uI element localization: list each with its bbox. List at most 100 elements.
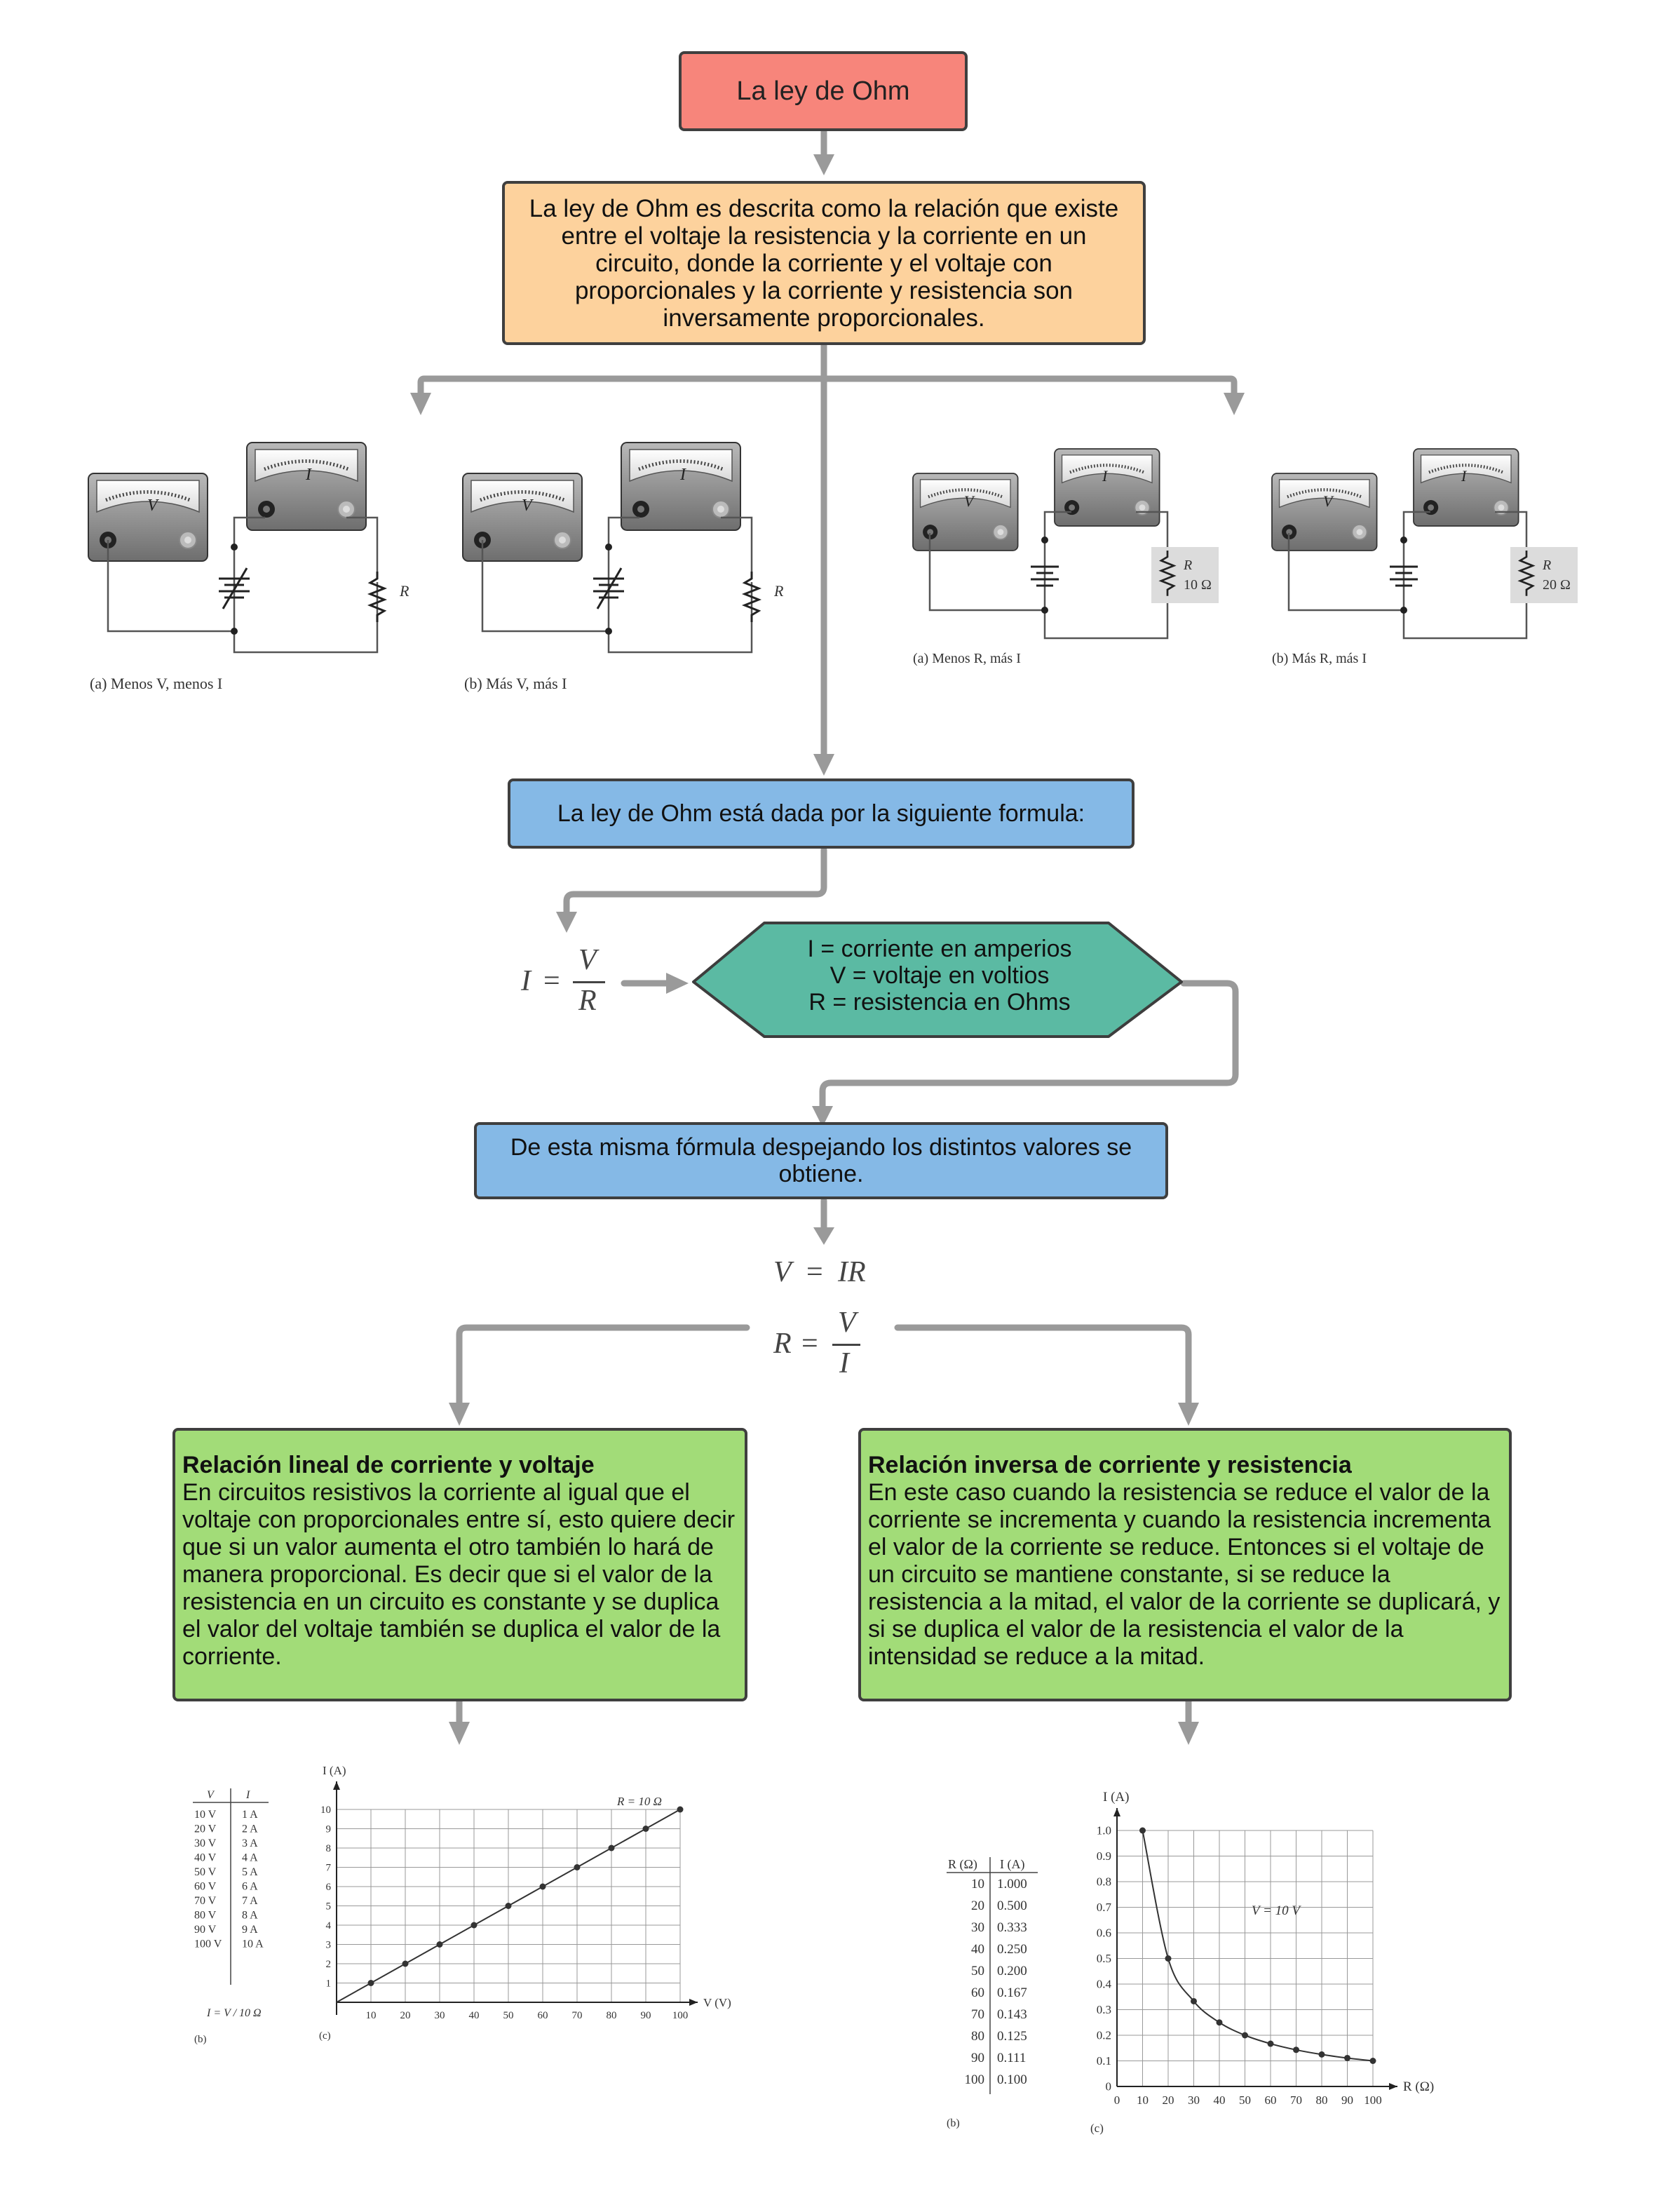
data-point: [1242, 2032, 1248, 2039]
x-tick-label: 40: [469, 2010, 480, 2021]
resistor-label: R: [773, 582, 784, 600]
x-tick-label: 20: [1163, 2093, 1174, 2107]
definitions-hexagon: [692, 922, 1183, 1038]
table-cell-i: 0.167: [997, 1985, 1027, 2000]
data-point: [470, 1922, 478, 1929]
page-title: La ley de Ohm: [736, 76, 910, 106]
y-axis-label: I (A): [1103, 1790, 1129, 1805]
meter-label: V: [522, 497, 534, 515]
table-cell-r: 60: [971, 1985, 984, 2000]
data-point: [402, 1960, 409, 1967]
x-tick-label: 0: [1114, 2093, 1120, 2107]
table-cell-i: 0.500: [997, 1899, 1027, 1913]
x-tick-label: 10: [366, 2010, 377, 2021]
x-tick-label: 80: [607, 2010, 617, 2021]
chart-annotation: V = 10 V: [1252, 1903, 1301, 1918]
table-cell-v: 90 V: [194, 1924, 217, 1936]
caption-a-right: (a) Menos R, más I: [913, 651, 1021, 666]
table-cell-i: 0.250: [997, 1942, 1027, 1957]
y-tick-label: 8: [326, 1843, 332, 1854]
meter-label: I: [1461, 467, 1468, 485]
formula-intro-text: La ley de Ohm está dada por la siguiente…: [557, 800, 1085, 827]
caption-b-right: (b) Más R, más I: [1272, 651, 1367, 666]
data-point: [1344, 2054, 1350, 2061]
derive-box: De esta misma fórmula despejando los dis…: [474, 1122, 1168, 1199]
resistor-label: R: [1183, 558, 1192, 573]
y-tick-label: 1.0: [1097, 1824, 1111, 1837]
table-cell-r: 80: [971, 2029, 984, 2044]
x-axis-arrow: [1389, 2083, 1397, 2090]
definition-box: La ley de Ohm es descrita como la relaci…: [502, 181, 1146, 345]
table-cell-v: 40 V: [194, 1852, 217, 1864]
table-cell-v: 10 V: [194, 1809, 217, 1821]
table-cell-r: 20: [971, 1899, 984, 1913]
table-cell-r: 70: [971, 2007, 984, 2022]
y-tick-label: 0.1: [1097, 2054, 1111, 2068]
formula-intro-box: La ley de Ohm está dada por la siguiente…: [508, 778, 1135, 849]
meter-label: I: [679, 466, 686, 484]
data-point: [1165, 1955, 1172, 1962]
table-cell-i: 1 A: [242, 1809, 258, 1821]
table-cell-i: 5 A: [242, 1866, 258, 1878]
meter-label: V: [147, 497, 159, 515]
y-tick-label: 6: [326, 1882, 332, 1893]
y-tick-label: 5: [326, 1901, 332, 1913]
inverse-heading: Relación inversa de corriente y resisten…: [868, 1452, 1352, 1478]
formula-v-rhs: IR: [838, 1256, 866, 1288]
y-tick-label: 7: [326, 1863, 332, 1874]
table-cell-v: 50 V: [194, 1866, 217, 1878]
circuit-illustrations: V I R (a) Menos V, menos I V I R: [70, 435, 1578, 692]
y-tick-label: 0.2: [1097, 2029, 1111, 2042]
y-tick-label: 9: [326, 1824, 332, 1835]
formula-den: R: [578, 985, 597, 1017]
table-cell-i: 9 A: [242, 1924, 258, 1936]
table-cell-i: 0.100: [997, 2072, 1027, 2087]
table-cell-v: 100 V: [194, 1938, 222, 1950]
resistor-label: R: [399, 582, 409, 600]
table-label: (b): [194, 2034, 207, 2045]
data-point: [539, 1883, 546, 1890]
table-cell-v: 20 V: [194, 1823, 217, 1835]
data-point: [1267, 2040, 1274, 2047]
data-point: [1293, 2046, 1299, 2053]
linear-heading: Relación lineal de corriente y voltaje: [182, 1452, 595, 1478]
caption-b-left: (b) Más V, más I: [464, 675, 567, 692]
title-box: La ley de Ohm: [679, 51, 968, 131]
derive-text: De esta misma fórmula despejando los dis…: [510, 1134, 1132, 1187]
table-cell-r: 100: [965, 2072, 985, 2087]
meter-label: V: [964, 492, 975, 510]
meter-label: I: [1102, 467, 1109, 485]
x-tick-label: 20: [400, 2010, 411, 2021]
table-cell-v: 60 V: [194, 1881, 217, 1893]
fraction-bar: [832, 1344, 860, 1346]
meter-label: I: [305, 466, 312, 484]
x-tick-label: 80: [1316, 2093, 1328, 2107]
formula-v: V = IR: [768, 1255, 880, 1290]
circuit-a-less-v: V I R (a) Menos V, menos I: [88, 443, 409, 692]
table-cell-r: 90: [971, 2051, 984, 2065]
fraction-bar: [573, 981, 605, 983]
inverse-relation-box: Relación inversa de corriente y resisten…: [858, 1428, 1512, 1701]
def-current: I = corriente en amperios: [807, 936, 1072, 962]
x-axis-label: V (V): [703, 1996, 731, 2009]
table-cell-r: 50: [971, 1964, 984, 1978]
circuit-a-less-r: V I R 10 Ω (a) Menos R, más I: [913, 449, 1219, 666]
table-cell-r: 10: [971, 1877, 984, 1891]
x-tick-label: 30: [435, 2010, 445, 2021]
table-cell-i: 2 A: [242, 1823, 258, 1835]
def-voltage: V = voltaje en voltios: [829, 962, 1050, 989]
data-point: [608, 1845, 615, 1852]
y-tick-label: 0: [1106, 2080, 1112, 2093]
table-cell-i: 6 A: [242, 1881, 258, 1893]
formula-v-eq: =: [806, 1256, 823, 1288]
linear-body: En circuitos resistivos la corriente al …: [182, 1479, 736, 1670]
formula-r-den: I: [839, 1347, 849, 1380]
table-cell-i: 0.333: [997, 1920, 1027, 1935]
table-cell-i: 8 A: [242, 1910, 258, 1922]
y-tick-label: 0.6: [1097, 1927, 1111, 1940]
x-axis-label: R (Ω): [1403, 2079, 1434, 2094]
circuit-b-more-v: V I R (b) Más V, más I: [463, 443, 784, 692]
